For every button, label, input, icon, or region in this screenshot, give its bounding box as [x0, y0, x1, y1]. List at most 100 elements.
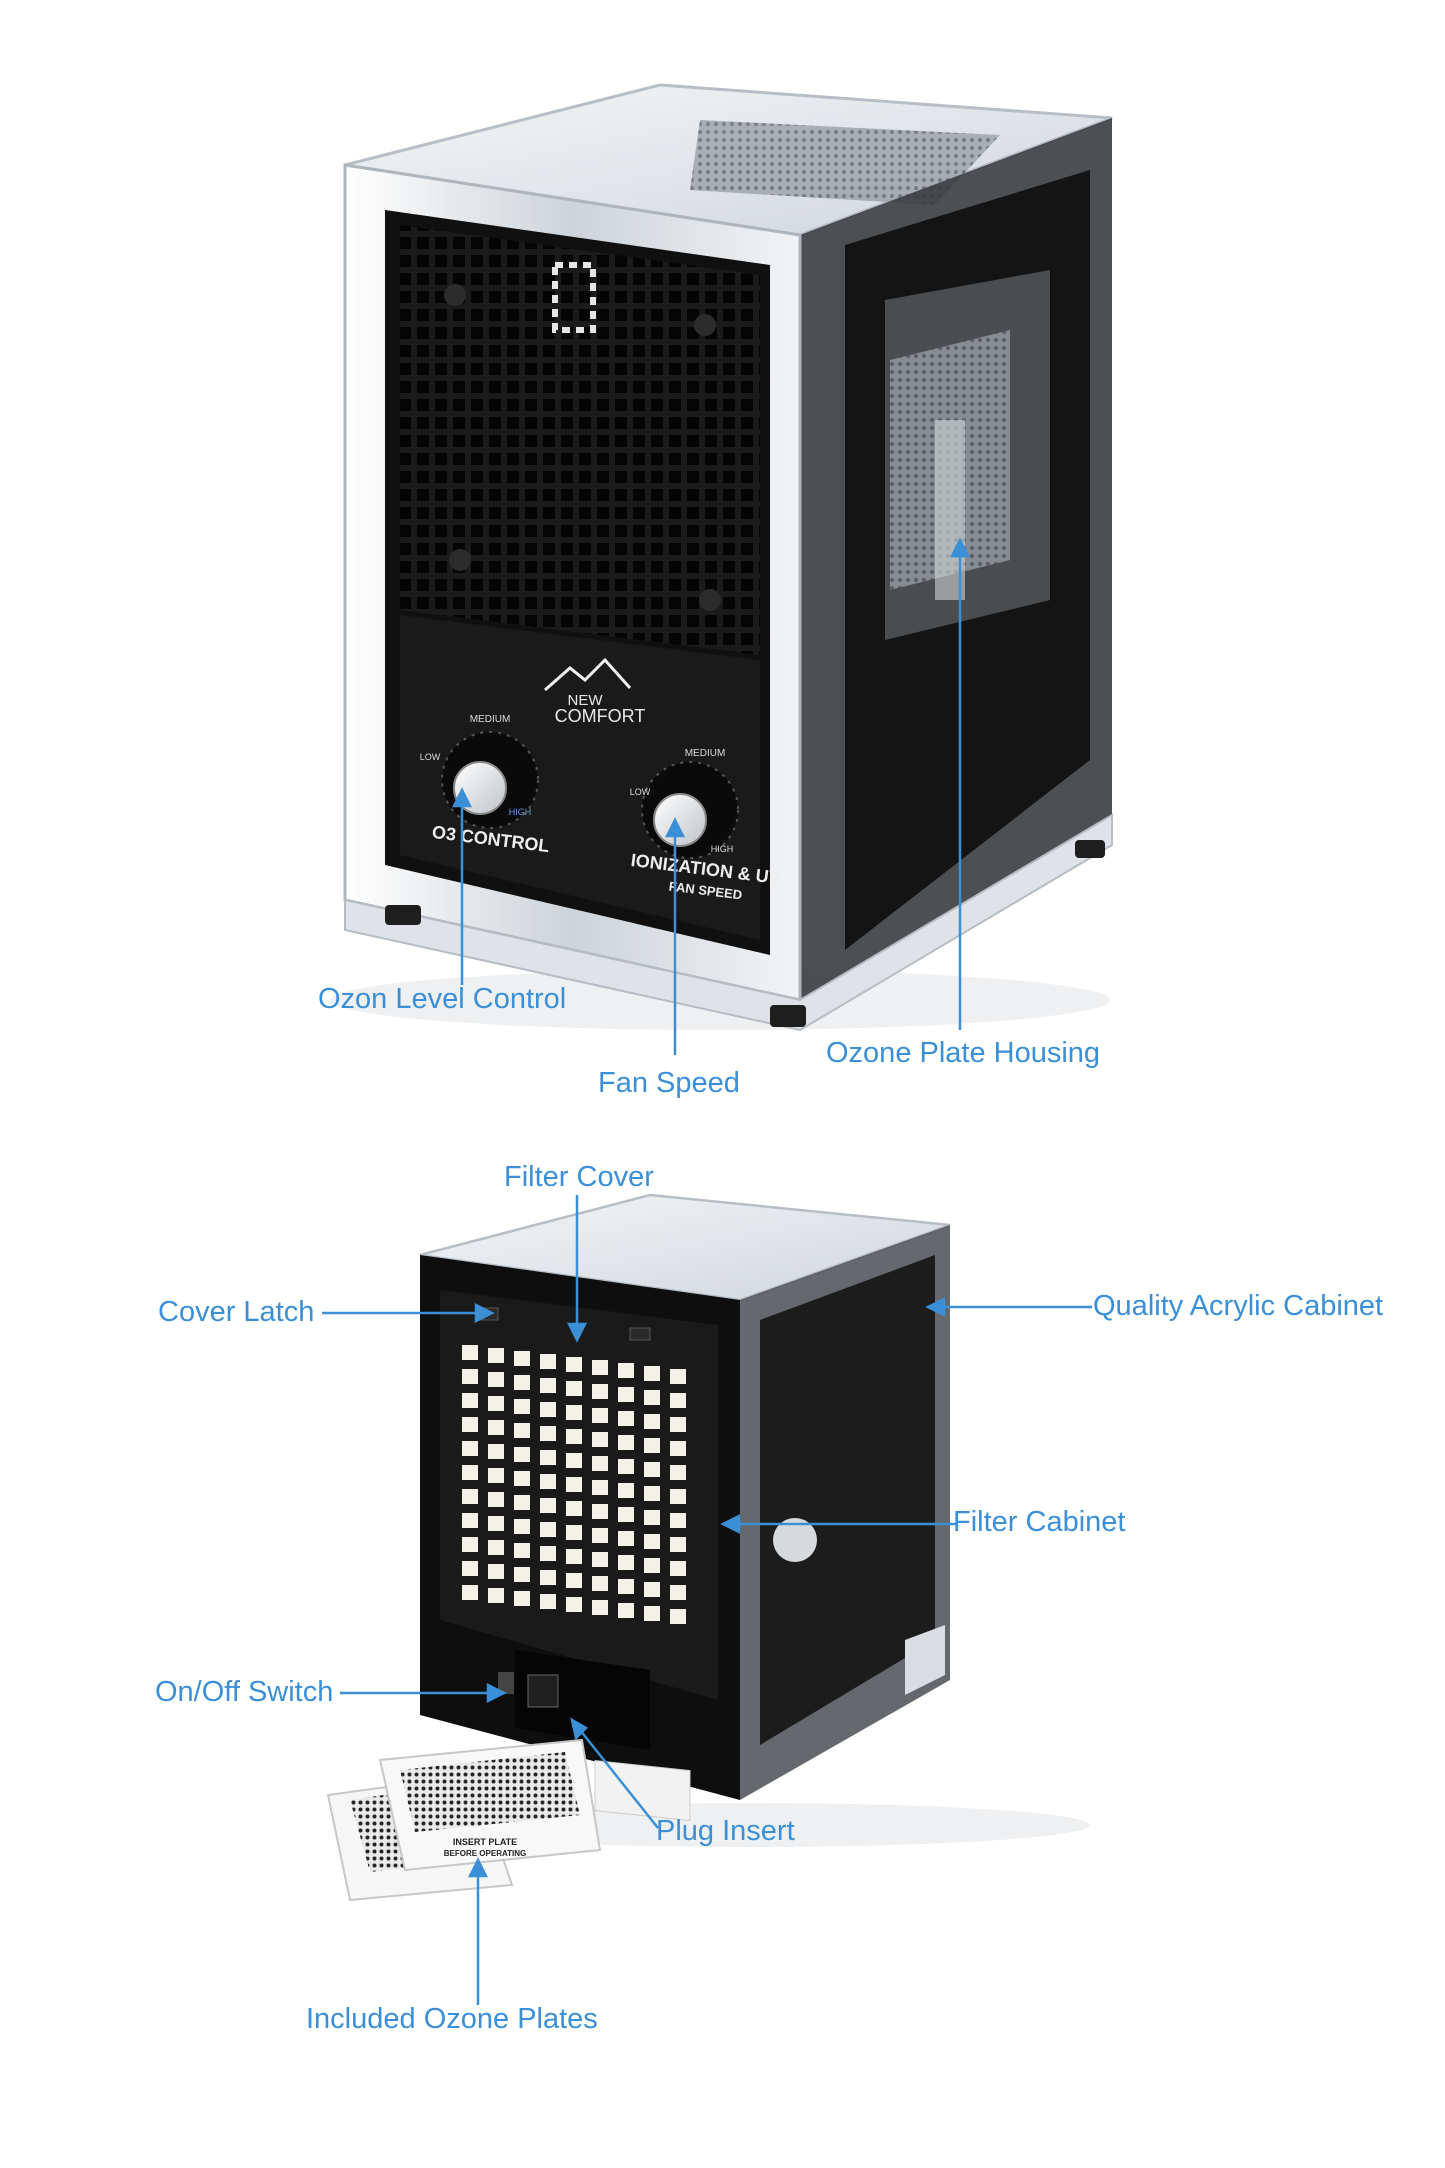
- filter-grid: [462, 1345, 686, 1624]
- filter-grid-hole: [488, 1396, 504, 1411]
- filter-grid-hole: [670, 1489, 686, 1504]
- filter-grid-hole: [514, 1447, 530, 1462]
- callout-quality-acrylic-cabinet: Quality Acrylic Cabinet: [1093, 1290, 1384, 1322]
- filter-grid-hole: [462, 1369, 478, 1384]
- filter-grid-hole: [566, 1549, 582, 1564]
- filter-grid-hole: [488, 1372, 504, 1387]
- filter-grid-hole: [462, 1585, 478, 1600]
- filter-grid-hole: [540, 1546, 556, 1561]
- filter-grid-hole: [618, 1435, 634, 1450]
- filter-grid-hole: [540, 1354, 556, 1369]
- filter-grid-hole: [514, 1495, 530, 1510]
- filter-grid-hole: [670, 1609, 686, 1624]
- filter-grid-hole: [462, 1537, 478, 1552]
- on-off-switch-rocker[interactable]: [498, 1672, 514, 1694]
- filter-grid-hole: [462, 1345, 478, 1360]
- filter-grid-hole: [670, 1393, 686, 1408]
- right-cover-latch[interactable]: [629, 1327, 651, 1341]
- filter-grid-hole: [618, 1483, 634, 1498]
- filter-grid-hole: [644, 1558, 660, 1573]
- filter-grid-hole: [566, 1525, 582, 1540]
- filter-grid-hole: [618, 1363, 634, 1378]
- filter-grid-hole: [670, 1369, 686, 1384]
- knob-left-label-low: LOW: [420, 752, 441, 762]
- filter-grid-hole: [566, 1357, 582, 1372]
- filter-grid-hole: [644, 1390, 660, 1405]
- callout-filter-cabinet: Filter Cabinet: [953, 1506, 1126, 1538]
- filter-grid-hole: [644, 1510, 660, 1525]
- filter-grid-hole: [540, 1594, 556, 1609]
- filter-grid-hole: [644, 1414, 660, 1429]
- filter-grid-hole: [644, 1486, 660, 1501]
- filter-grid-hole: [514, 1519, 530, 1534]
- callout-cover-latch: Cover Latch: [158, 1296, 315, 1328]
- callout-on-off-switch: On/Off Switch: [155, 1676, 334, 1708]
- filter-grid-hole: [592, 1408, 608, 1423]
- ozone-plates-stack: INSERT PLATE BEFORE OPERATING: [326, 1738, 602, 1902]
- filter-grid-hole: [592, 1600, 608, 1615]
- filter-grid-hole: [618, 1459, 634, 1474]
- filter-grid-hole: [618, 1603, 634, 1618]
- filter-grid-hole: [566, 1597, 582, 1612]
- filter-grid-hole: [488, 1588, 504, 1603]
- filter-grid-hole: [618, 1507, 634, 1522]
- filter-grid-hole: [514, 1591, 530, 1606]
- plate-text-line2: BEFORE OPERATING: [444, 1849, 527, 1858]
- knob-right-label-top: MEDIUM: [685, 748, 726, 759]
- filter-grid-hole: [618, 1579, 634, 1594]
- knob-right-label-low: LOW: [630, 787, 651, 797]
- callout-ozone-plate-housing: Ozone Plate Housing: [826, 1037, 1101, 1069]
- brand-line1: NEW: [568, 692, 604, 709]
- fan-speed-knob[interactable]: [641, 761, 739, 859]
- callout-filter-cover: Filter Cover: [504, 1161, 654, 1193]
- filter-grid-hole: [644, 1366, 660, 1381]
- filter-grid-hole: [618, 1555, 634, 1570]
- knob-right-label-high: HIGH: [711, 844, 734, 854]
- callout-plug-insert: Plug Insert: [656, 1815, 795, 1847]
- filter-grid-hole: [592, 1456, 608, 1471]
- filter-grid-hole: [592, 1552, 608, 1567]
- filter-grid-hole: [462, 1561, 478, 1576]
- filter-grid-hole: [592, 1480, 608, 1495]
- filter-grid-hole: [540, 1522, 556, 1537]
- callout-lines: [322, 537, 1092, 2005]
- callout-fan-speed: Fan Speed: [598, 1067, 740, 1099]
- filter-grid-hole: [670, 1417, 686, 1432]
- filter-grid-hole: [488, 1564, 504, 1579]
- filter-grid-hole: [670, 1561, 686, 1576]
- filter-grid-hole: [488, 1420, 504, 1435]
- mountain-logo-icon: [544, 657, 632, 692]
- filter-grid-hole: [618, 1531, 634, 1546]
- filter-grid-hole: [540, 1474, 556, 1489]
- filter-grid-hole: [540, 1498, 556, 1513]
- filter-grid-hole: [462, 1417, 478, 1432]
- filter-grid-hole: [566, 1429, 582, 1444]
- filter-grid-hole: [462, 1393, 478, 1408]
- filter-grid-hole: [540, 1450, 556, 1465]
- filter-grid-hole: [670, 1465, 686, 1480]
- filter-grid-hole: [488, 1492, 504, 1507]
- filter-grid-hole: [514, 1567, 530, 1582]
- filter-grid-hole: [592, 1576, 608, 1591]
- plug-socket: [527, 1674, 559, 1708]
- filter-grid-hole: [488, 1444, 504, 1459]
- filter-grid-hole: [540, 1426, 556, 1441]
- filter-grid-hole: [592, 1528, 608, 1543]
- filter-grid-hole: [514, 1399, 530, 1414]
- callout-included-ozone-plates: Included Ozone Plates: [306, 2003, 598, 2035]
- filter-grid-hole: [514, 1423, 530, 1438]
- filter-grid-hole: [462, 1465, 478, 1480]
- filter-grid-hole: [566, 1453, 582, 1468]
- knob-left-label-high: HIGH: [509, 807, 532, 817]
- filter-grid-hole: [644, 1606, 660, 1621]
- filter-grid-hole: [462, 1441, 478, 1456]
- filter-grid-hole: [566, 1405, 582, 1420]
- filter-grid-hole: [462, 1489, 478, 1504]
- filter-grid-hole: [488, 1468, 504, 1483]
- knob-left-label-top: MEDIUM: [470, 714, 511, 725]
- callout-ozon-level-control: Ozon Level Control: [318, 983, 567, 1015]
- filter-grid-hole: [566, 1381, 582, 1396]
- filter-grid-hole: [540, 1378, 556, 1393]
- back-view-unit: INSERT PLATE BEFORE OPERATING: [326, 1193, 1090, 1902]
